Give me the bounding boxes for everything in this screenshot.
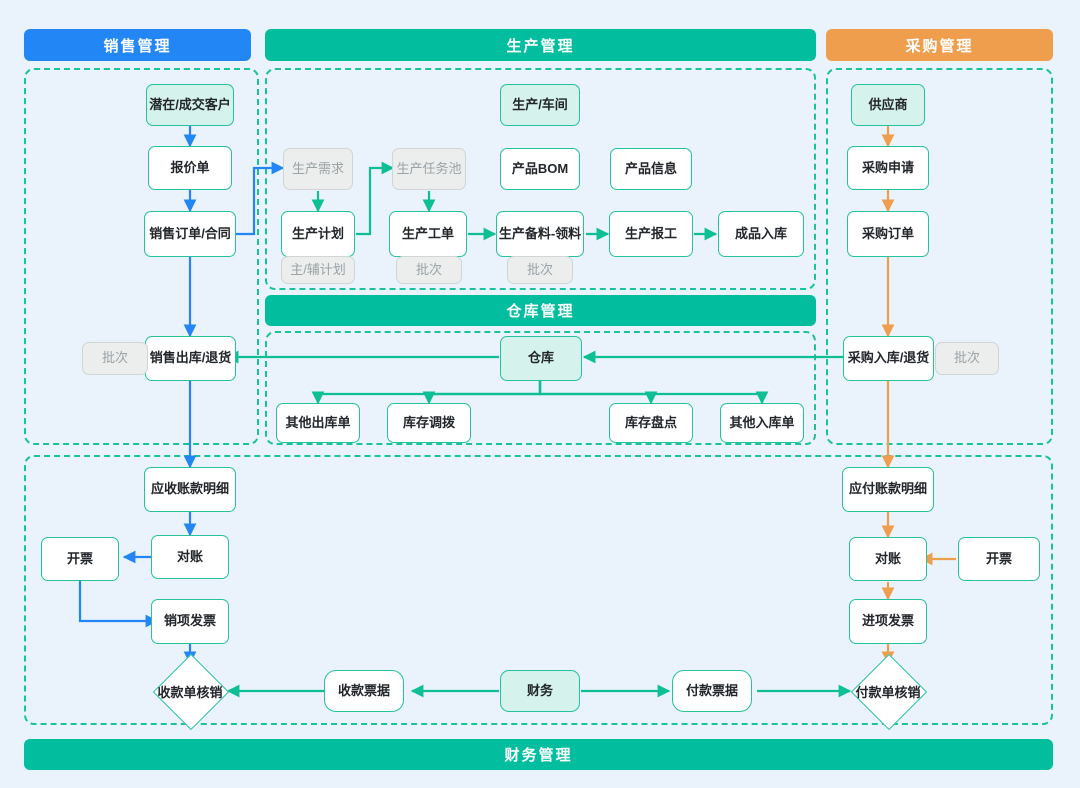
node-production-material-picking[interactable]: 生产备料-领料 [496, 211, 584, 257]
node-ar-reconciliation[interactable]: 对账 [151, 535, 229, 579]
node-material-batch[interactable]: 批次 [507, 256, 573, 284]
group-warehouse [265, 331, 816, 445]
node-other-inbound[interactable]: 其他入库单 [720, 403, 804, 443]
node-purchase-order[interactable]: 采购订单 [847, 211, 929, 257]
header-finance-management: 财务管理 [24, 739, 1053, 770]
node-purchase-batch[interactable]: 批次 [935, 342, 999, 375]
node-payment-document[interactable]: 付款票据 [672, 670, 752, 712]
node-ar-receipt-writeoff[interactable]: 收款单核销 [138, 653, 242, 731]
node-purchase-input-invoice[interactable]: 进项发票 [849, 599, 927, 644]
node-ap-invoicing[interactable]: 开票 [958, 537, 1040, 581]
header-sales-management: 销售管理 [24, 29, 251, 61]
node-product-bom[interactable]: 产品BOM [500, 148, 580, 190]
node-product-info[interactable]: 产品信息 [610, 148, 692, 190]
node-ar-detail[interactable]: 应收账款明细 [144, 467, 236, 512]
node-sales-order[interactable]: 销售订单/合同 [144, 211, 236, 257]
node-production-task-pool[interactable]: 生产任务池 [392, 148, 466, 190]
node-production-plan[interactable]: 生产计划 [281, 211, 355, 257]
header-warehouse-management: 仓库管理 [265, 295, 816, 326]
header-purchase-management: 采购管理 [826, 29, 1053, 61]
node-sales-batch[interactable]: 批次 [82, 342, 148, 375]
node-ap-payment-writeoff[interactable]: 付款单核销 [836, 653, 940, 731]
node-quotation[interactable]: 报价单 [148, 146, 232, 190]
node-supplier[interactable]: 供应商 [851, 84, 925, 126]
node-warehouse[interactable]: 仓库 [500, 336, 582, 381]
node-ap-detail[interactable]: 应付账款明细 [842, 467, 934, 512]
node-sales-output-invoice[interactable]: 销项发票 [151, 599, 229, 644]
group-production [265, 68, 816, 290]
header-production-management: 生产管理 [265, 29, 816, 61]
node-ap-reconciliation[interactable]: 对账 [849, 537, 927, 581]
node-finished-goods-inbound[interactable]: 成品入库 [718, 211, 804, 257]
node-receipt-document[interactable]: 收款票据 [324, 670, 404, 712]
node-finance[interactable]: 财务 [500, 670, 580, 712]
node-label: 收款单核销 [157, 684, 223, 700]
node-work-order-batch[interactable]: 批次 [396, 256, 462, 284]
node-potential-customer[interactable]: 潜在/成交客户 [146, 84, 234, 126]
node-other-outbound[interactable]: 其他出库单 [276, 403, 360, 443]
node-production-reporting[interactable]: 生产报工 [609, 211, 693, 257]
node-purchase-request[interactable]: 采购申请 [847, 146, 929, 190]
group-sales [24, 68, 259, 445]
node-inventory-count[interactable]: 库存盘点 [609, 403, 693, 443]
group-purchase [826, 68, 1053, 445]
node-ar-invoicing[interactable]: 开票 [41, 537, 119, 581]
node-production-plan-type[interactable]: 主/辅计划 [281, 256, 355, 284]
node-production-demand[interactable]: 生产需求 [283, 148, 353, 190]
node-production-work-order[interactable]: 生产工单 [389, 211, 467, 257]
node-inventory-transfer[interactable]: 库存调拨 [387, 403, 471, 443]
node-production-workshop[interactable]: 生产/车间 [500, 84, 580, 126]
node-label: 付款单核销 [855, 684, 921, 700]
node-sales-outbound-return[interactable]: 销售出库/退货 [145, 336, 236, 381]
node-purchase-inbound-return[interactable]: 采购入库/退货 [843, 336, 934, 381]
group-finance [24, 455, 1053, 725]
